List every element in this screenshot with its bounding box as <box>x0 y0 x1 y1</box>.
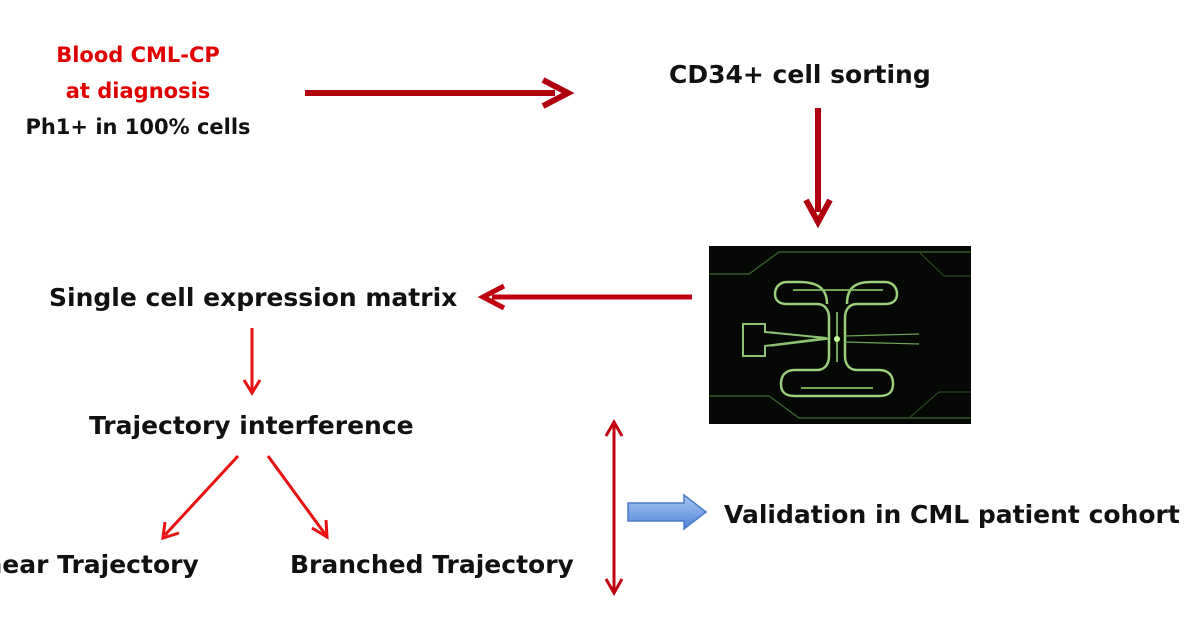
ph1-label: Ph1+ in 100% cells <box>25 115 251 139</box>
arrow-blood-to-sorting <box>305 77 575 109</box>
block-arrow-to-validation <box>627 493 708 531</box>
branched-trajectory-label: Branched Trajectory <box>290 550 574 579</box>
arrow-trajectory-to-branched <box>266 455 329 540</box>
expression-matrix-label: Single cell expression matrix <box>49 283 458 312</box>
arrow-chip-to-matrix <box>477 283 692 311</box>
arrow-sorting-to-chip <box>803 108 833 229</box>
microfluidic-chip-micrograph <box>709 246 971 424</box>
arrow-matrix-to-trajectory <box>242 328 262 396</box>
arrow-double-vertical <box>604 418 624 597</box>
trajectory-interference-label: Trajectory interference <box>89 411 414 440</box>
cd34-sorting-label: CD34+ cell sorting <box>669 60 931 89</box>
validation-label: Validation in CML patient cohort <box>724 500 1180 529</box>
arrow-trajectory-to-linear <box>161 454 240 541</box>
blood-cml-cp-label: Blood CML-CP <box>56 43 220 67</box>
at-diagnosis-label: at diagnosis <box>65 79 211 103</box>
linear-trajectory-label: Linear Trajectory <box>0 550 199 579</box>
